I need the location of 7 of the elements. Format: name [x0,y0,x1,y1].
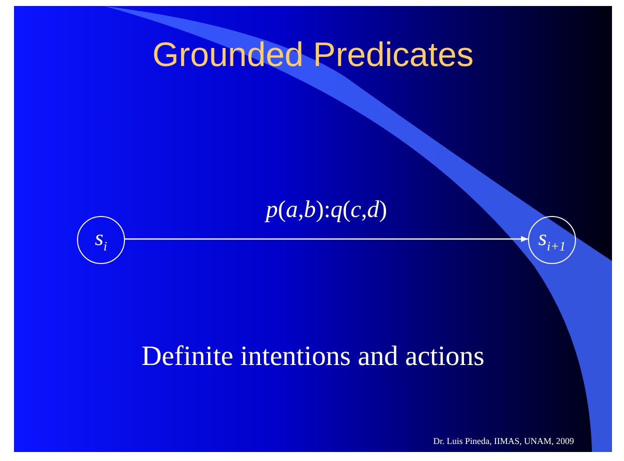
caption-text: Definite intentions and actions [140,341,486,373]
slide-title: Grounded Predicates [151,36,475,75]
footer-text: Dr. Luis Pineda, IIMAS, UNAM, 2009 [432,436,574,446]
arrow [125,236,528,242]
edge-label: p(a,b):q(c,d) [264,197,388,224]
state-circle: s$_{i+1}$ [528,216,576,264]
state-circle: s$_{i}$ [77,216,125,264]
